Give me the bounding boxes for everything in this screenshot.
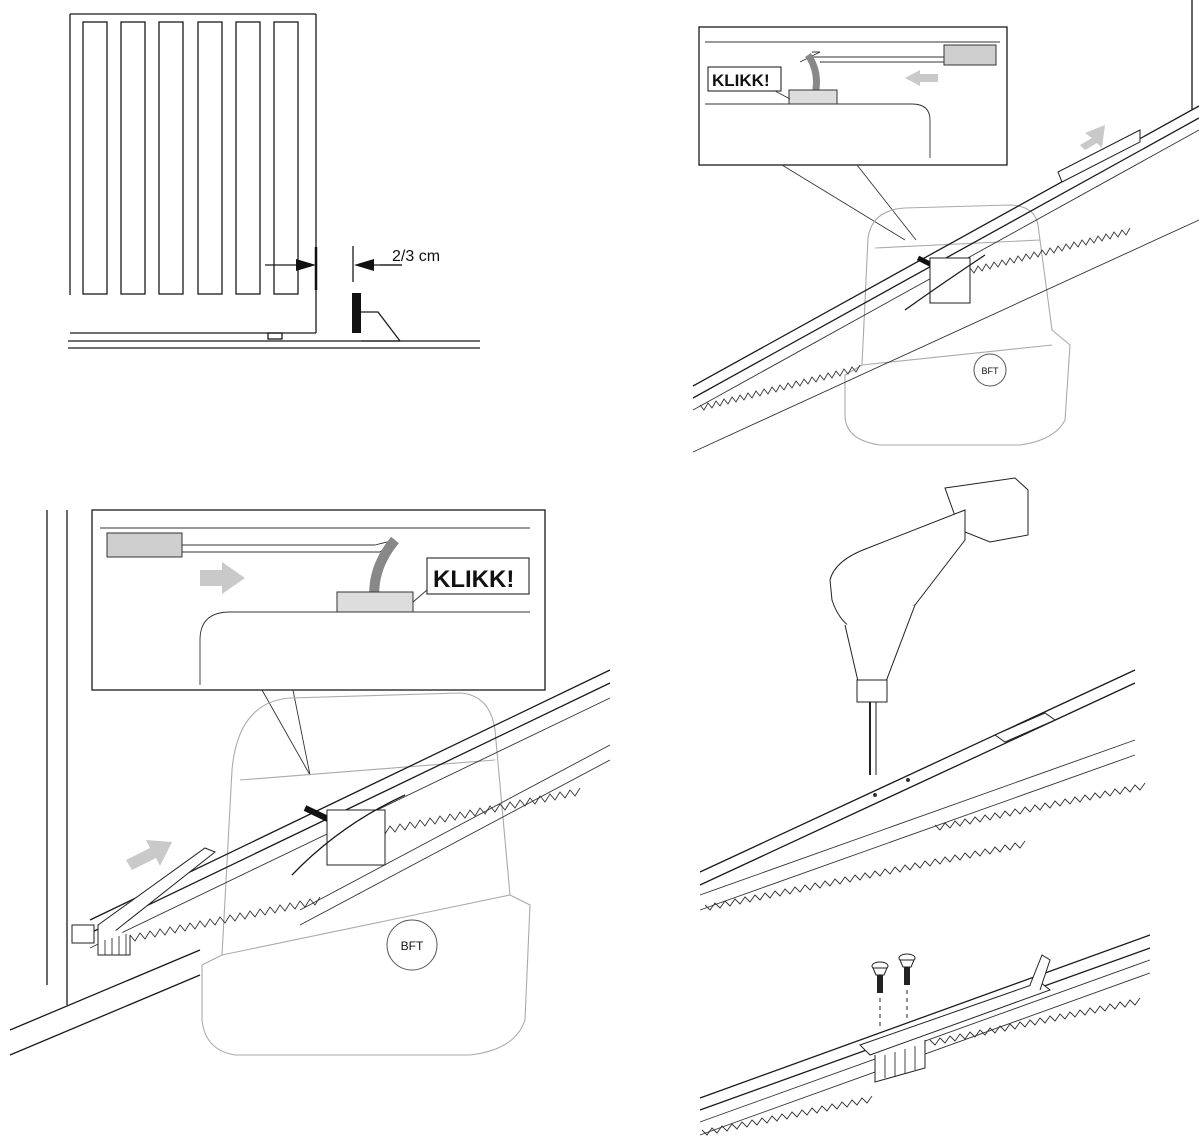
ground-line <box>68 340 480 349</box>
motor-logo-top: BFT <box>982 366 1000 376</box>
rack-drill <box>699 669 1146 911</box>
screw-left <box>871 961 889 1030</box>
mount-top-figure: KLIKK! BFT <box>692 0 1199 453</box>
screws-figure <box>699 934 1151 1136</box>
rack-screws <box>699 934 1151 1136</box>
screw-right <box>898 953 916 1020</box>
motor-logo-bottom: BFT <box>401 939 424 953</box>
mount-bottom-figure: KLIKK! BFT <box>9 509 611 1056</box>
limit-switch-cam-bottom <box>71 794 406 956</box>
callout-box-top: KLIKK! <box>698 26 1008 241</box>
limit-switch-cam-top <box>904 125 1141 311</box>
gate-gap-figure: 2/3 cm <box>68 13 480 349</box>
rack-teeth-screws <box>701 997 1141 1136</box>
drill <box>829 477 1029 775</box>
klikk-label-bottom: KLIKK! <box>433 566 514 593</box>
callout-box-bottom: KLIKK! <box>91 509 546 776</box>
klikk-label-top: KLIKK! <box>712 71 770 90</box>
motor-unit-top: BFT <box>844 204 1071 446</box>
gap-label: 2/3 cm <box>392 248 440 265</box>
motor-unit-bottom: BFT <box>201 692 531 1056</box>
gate-panel <box>69 13 317 340</box>
drill-figure <box>699 477 1146 911</box>
gate-post <box>9 510 201 1056</box>
end-stop-bracket <box>352 293 401 342</box>
rack-teeth-top <box>699 227 1131 411</box>
rack-bottom <box>89 669 611 949</box>
gap-dimension: 2/3 cm <box>265 246 440 290</box>
rack-teeth-drill <box>704 782 1146 911</box>
